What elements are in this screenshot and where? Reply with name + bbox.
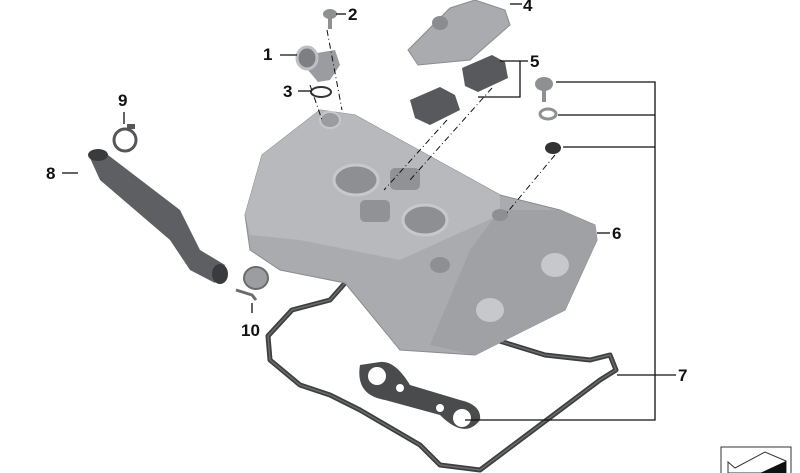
assembly-lines — [309, 29, 556, 216]
grommet — [545, 142, 561, 154]
screw — [323, 9, 337, 29]
cylinder-head-cover — [244, 109, 598, 356]
leader-lines — [62, 3, 676, 421]
label-1: 1 — [263, 45, 273, 64]
gaskets — [410, 55, 508, 125]
label-3: 3 — [283, 82, 293, 101]
washer — [538, 107, 558, 121]
hose-clamp-9 — [112, 124, 138, 153]
o-ring — [310, 86, 332, 98]
hose-clamp-10 — [235, 266, 269, 301]
label-10: 10 — [241, 321, 260, 340]
label-5: 5 — [530, 52, 540, 71]
label-7: 7 — [678, 366, 688, 385]
valve-cover-gasket — [265, 281, 619, 473]
label-8: 8 — [46, 164, 56, 183]
spark-plug-seal — [359, 361, 481, 429]
bolt — [535, 77, 553, 102]
label-9: 9 — [118, 91, 128, 110]
view-direction-icon[interactable] — [720, 446, 792, 473]
connection-piece — [295, 45, 340, 82]
label-2: 2 — [348, 5, 358, 24]
label-6: 6 — [612, 224, 622, 243]
label-4: 4 — [523, 0, 533, 15]
cover-with-pipe — [407, 0, 511, 66]
hose — [88, 149, 228, 284]
